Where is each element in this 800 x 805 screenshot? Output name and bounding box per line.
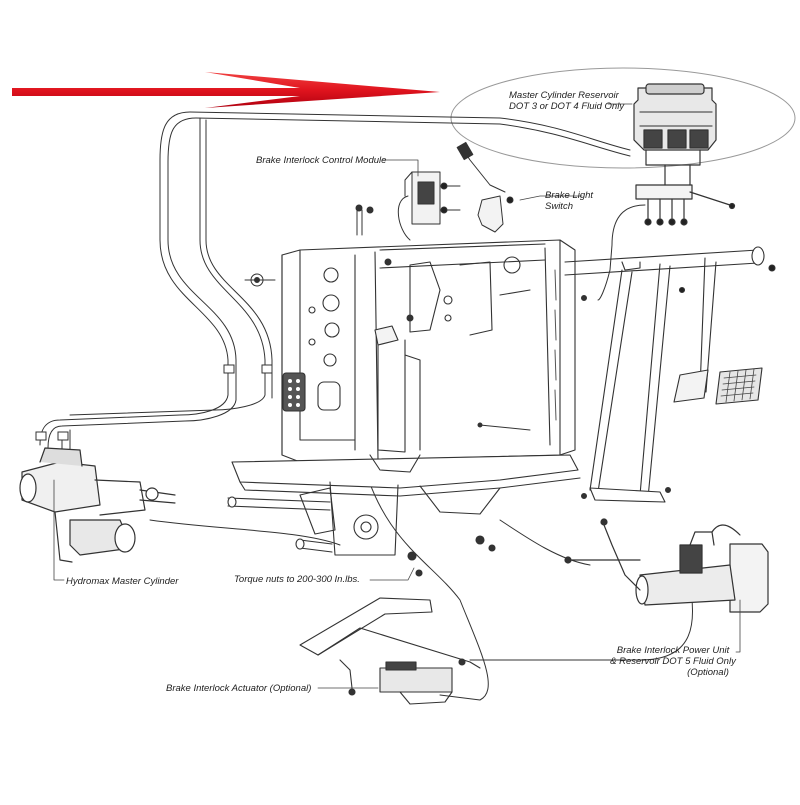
master-cylinder-reservoir — [633, 83, 736, 226]
brake-interlock-actuator — [299, 597, 481, 705]
brake-interlock-control-module — [397, 171, 461, 241]
label-brake-interlock-control-module: Brake Interlock Control Module — [256, 155, 387, 166]
pedal-mount-frame — [281, 239, 576, 463]
pedal-assembly — [564, 246, 776, 503]
label-brake-interlock-power-unit: Brake Interlock Power Unit & Reservoir D… — [610, 645, 736, 678]
reservoir-highlight-ellipse — [450, 67, 796, 169]
red-arrow-icon — [12, 72, 440, 108]
hardware-bolts — [244, 204, 671, 499]
label-hydromax-master-cylinder: Hydromax Master Cylinder — [66, 576, 179, 587]
floor-plate — [227, 454, 581, 577]
tee-fittings — [35, 364, 273, 441]
brake-light-switch — [456, 141, 514, 233]
hydromax-master-cylinder — [19, 447, 176, 563]
label-brake-interlock-actuator: Brake Interlock Actuator (Optional) — [166, 683, 312, 694]
leader-lines — [53, 103, 741, 689]
label-master-cylinder-reservoir: Master Cylinder Reservoir DOT 3 or DOT 4… — [509, 90, 625, 112]
brake-lines — [39, 111, 694, 701]
brake-interlock-power-unit — [564, 518, 769, 613]
frame-right-ribs — [554, 269, 557, 421]
label-torque-nuts: Torque nuts to 200-300 In.lbs. — [234, 574, 360, 585]
label-brake-light-switch: Brake Light Switch — [545, 190, 594, 212]
